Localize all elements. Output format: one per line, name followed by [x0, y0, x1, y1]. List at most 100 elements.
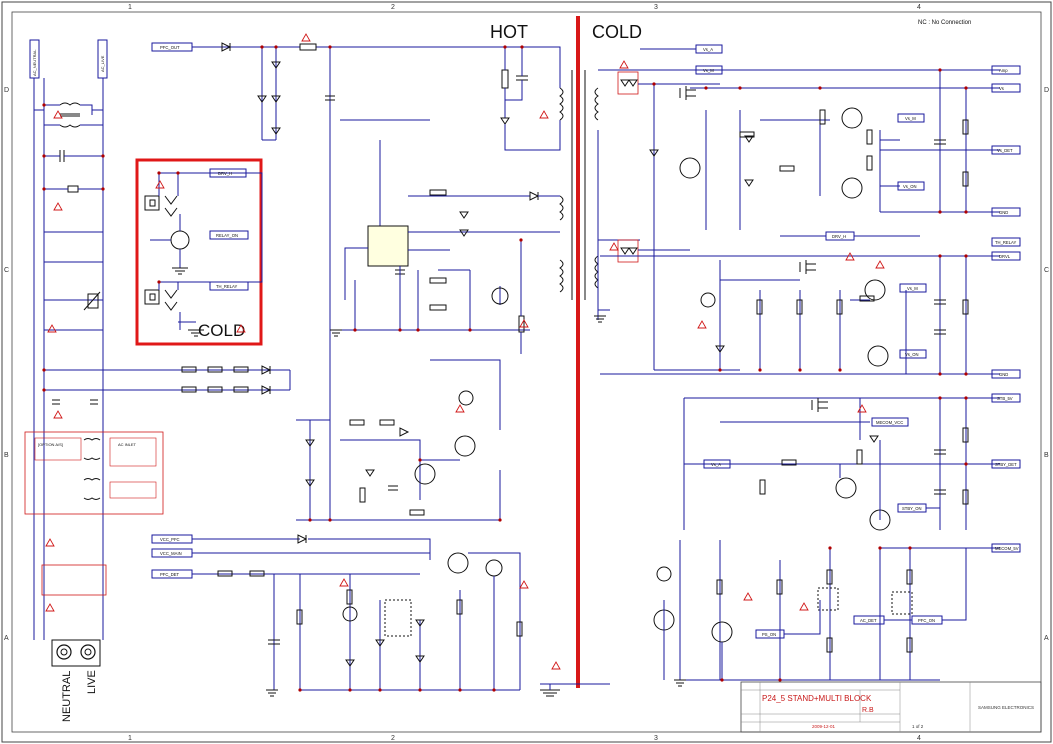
- cap-c0961: [934, 489, 946, 495]
- gnd-tag-1: [991, 207, 1021, 217]
- bridge-bd0902: [617, 239, 639, 263]
- drv-h-tag: [209, 168, 247, 178]
- vs-a-label: Vs_A: [703, 47, 713, 52]
- mecom-vcc-label: MECOM_VCC: [876, 420, 903, 425]
- vs-on2-label: Vs_ON: [905, 352, 919, 357]
- resistor-r0932: [759, 479, 766, 495]
- resistor-r0835: [516, 621, 523, 637]
- relay-1: [144, 195, 178, 217]
- vs-m-out-label: Vs_M: [905, 116, 916, 121]
- resistor-r0945: [906, 637, 913, 653]
- row-label-c: C: [4, 267, 9, 274]
- row-label-d: D: [4, 87, 9, 94]
- vs-on-label: Vs_ON: [903, 184, 917, 189]
- th-relay-tag: [209, 281, 249, 291]
- date-text: 2009-12-01: [812, 724, 836, 729]
- photocoupler-pc0802: [458, 390, 474, 406]
- vs-m-out-tag: [897, 113, 925, 123]
- ps-on-label: PS_ON: [762, 632, 776, 637]
- col-label-4: 4: [917, 4, 921, 11]
- bridge-diodes-1: [620, 79, 638, 87]
- resistor-r0921: [796, 299, 803, 315]
- vcc-main-label: VCC_MAIN: [160, 551, 182, 556]
- row-label-c2: C: [1044, 267, 1049, 274]
- ground-symbol-relay2: [188, 329, 204, 337]
- company-text: SAMSUNG ELECTRONICS: [978, 705, 1034, 710]
- transistor-q0910: [679, 157, 701, 179]
- mosfet-q0903: [811, 398, 828, 412]
- option-label: [OPTION A/S]: [38, 442, 63, 447]
- resistor-r0941: [962, 171, 969, 187]
- hot-label: HOT: [490, 22, 528, 42]
- photocoupler-pc0922: [891, 591, 913, 615]
- row-label-b2: B: [1044, 452, 1049, 459]
- photocoupler-pc0804: [342, 606, 358, 622]
- transistor-q0912: [841, 177, 863, 199]
- mecom-vcc-tag: [871, 417, 909, 427]
- th-relay-cold-tag: [991, 237, 1021, 247]
- vs-tag: [991, 83, 1021, 93]
- fuse-box-lower: [41, 564, 107, 596]
- sheet-text: 1 of 2: [912, 724, 924, 729]
- live-terminal-inner: [84, 648, 92, 656]
- resistor-r0940b: [716, 579, 723, 595]
- resistor-chain-6: [233, 386, 249, 393]
- row-label-b: B: [4, 452, 9, 459]
- neutral-terminal-inner: [60, 648, 68, 656]
- row-label-d2: D: [1044, 87, 1049, 94]
- mosfet-q0902: [799, 260, 816, 274]
- resistor-r0911: [819, 109, 826, 125]
- resistor-r0920: [756, 299, 763, 315]
- photocoupler-pc0921: [817, 587, 839, 611]
- title-text: P24_5 STAND+MULTI BLOCK: [762, 694, 872, 703]
- option-inner-a: [34, 437, 82, 461]
- ac-inlet-label: AC INLET: [118, 442, 137, 447]
- gnd-tag-2: [991, 369, 1021, 379]
- resistor-chain-2: [207, 366, 223, 373]
- common-mode-choke: [83, 438, 101, 500]
- relay-2: [144, 289, 178, 311]
- gnd-label-1: GND: [999, 210, 1008, 215]
- resistor-r0943: [906, 569, 913, 585]
- resistor-r0950: [962, 299, 969, 315]
- vs-on-tag: [897, 181, 925, 191]
- stby-det-tag: [991, 459, 1021, 469]
- cap-c0801: [325, 95, 335, 101]
- live-terminal: [80, 644, 96, 660]
- vs-det-label: Vs_DET: [997, 148, 1013, 153]
- pfc-out-label: PFC_OUT: [160, 45, 180, 50]
- gnd-cold-lower: [674, 679, 686, 687]
- junction-dots: [42, 45, 968, 692]
- row-label-a: A: [4, 635, 9, 642]
- pfc-on-label: PFC_ON: [918, 618, 935, 623]
- transformer-primary: [559, 87, 564, 293]
- col-label-2b: 2: [391, 735, 395, 742]
- gnd-cold-upper: [594, 315, 606, 323]
- ic-main: [367, 225, 409, 267]
- resistor-chain-3: [233, 366, 249, 373]
- vs-a-in-label: Vs_A: [711, 462, 721, 467]
- caps-lower: [52, 399, 98, 405]
- line-filter: [59, 102, 81, 128]
- vs-label: Vs: [999, 86, 1004, 91]
- amp-tag: [991, 65, 1021, 75]
- transistor-q0802: [454, 435, 476, 457]
- drv-h-label: DRV_H: [218, 171, 232, 176]
- transistor-q0921: [867, 345, 889, 367]
- relay-on-tag: [209, 230, 249, 240]
- stb-5v-label: STB_5V: [997, 396, 1013, 401]
- resistor-r0833: [346, 589, 353, 605]
- zener-zd0802: [459, 211, 469, 237]
- resistor-r0912: [866, 129, 873, 145]
- neutral-terminal: [56, 644, 72, 660]
- resistor-r0942: [826, 569, 833, 585]
- vs-m-out2-tag: [899, 283, 927, 293]
- cap-c0950: [934, 299, 946, 305]
- ac-det-label: AC_DET: [860, 618, 877, 623]
- neutral-label: NEUTRAL: [61, 671, 73, 722]
- zener-stack: [257, 95, 267, 103]
- vs-on2-tag: [899, 349, 927, 359]
- bridge-diodes-2: [620, 247, 638, 255]
- ground-symbol-relay1: [172, 267, 188, 275]
